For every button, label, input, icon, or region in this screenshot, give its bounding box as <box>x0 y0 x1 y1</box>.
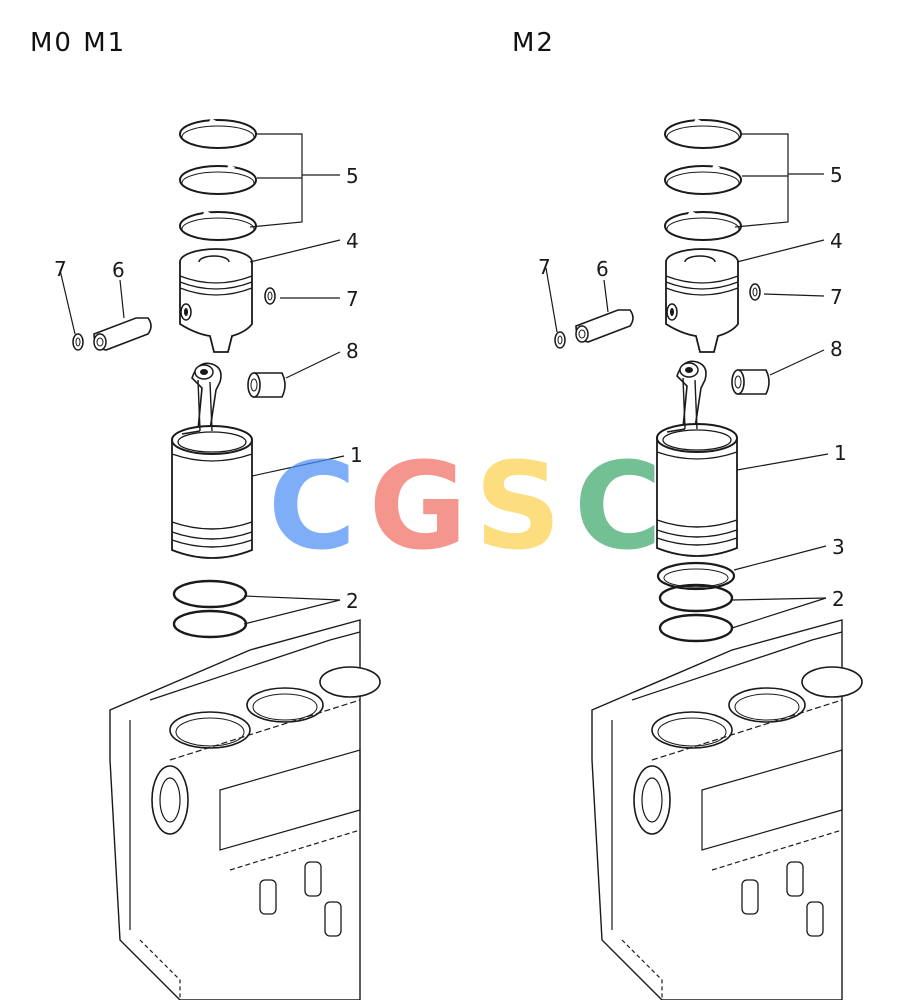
left-o-rings <box>172 579 248 639</box>
right-callout-2: 2 <box>832 587 845 611</box>
left-callout-6: 6 <box>112 258 125 282</box>
right-assembly: 5 4 7 6 7 8 1 3 2 <box>538 118 863 1000</box>
left-callout-7b: 7 <box>346 287 359 311</box>
right-engine-block <box>591 619 863 1000</box>
right-callout-1: 1 <box>834 441 847 465</box>
watermark-letter-c2: C <box>574 438 662 577</box>
variant-title-m2: M2 <box>512 28 555 58</box>
left-piston-pin <box>93 317 152 351</box>
right-callout-5: 5 <box>830 163 843 187</box>
right-callout-4: 4 <box>830 229 843 253</box>
watermark-letter-s: S <box>475 438 561 577</box>
left-callout-2: 2 <box>346 589 359 613</box>
left-assembly: 5 4 7 6 7 8 1 2 <box>54 118 381 1000</box>
left-piston <box>179 248 253 353</box>
left-piston-rings <box>178 118 258 242</box>
watermark-letter-c1: C <box>268 438 356 577</box>
right-piston-pin <box>575 309 634 343</box>
right-circlip-b <box>749 283 761 301</box>
left-liner-and-rod <box>171 362 253 559</box>
right-seal-ring-3 <box>656 561 736 591</box>
right-callout-6: 6 <box>596 257 609 281</box>
left-callout-1: 1 <box>350 443 363 467</box>
variant-title-m0-m1: M0 M1 <box>30 28 127 58</box>
right-callout-8: 8 <box>830 337 843 361</box>
left-bushing <box>247 372 286 398</box>
right-piston-rings <box>663 118 743 242</box>
left-engine-block <box>109 619 381 1000</box>
right-callout-7b: 7 <box>830 285 843 309</box>
right-callout-7a: 7 <box>538 255 551 279</box>
right-bushing <box>731 369 770 395</box>
left-callout-4: 4 <box>346 229 359 253</box>
left-circlip-a <box>72 333 84 351</box>
left-callout-5: 5 <box>346 164 359 188</box>
right-callout-3: 3 <box>832 535 845 559</box>
watermark-letter-g: G <box>369 438 468 577</box>
right-o-rings <box>658 583 734 643</box>
right-piston <box>665 248 739 353</box>
left-circlip-b <box>264 287 276 305</box>
cgsc-watermark: C G S C <box>268 438 662 577</box>
right-circlip-a <box>554 331 566 349</box>
right-liner-and-rod <box>656 360 738 557</box>
left-callout-8: 8 <box>346 339 359 363</box>
left-callout-7a: 7 <box>54 257 67 281</box>
